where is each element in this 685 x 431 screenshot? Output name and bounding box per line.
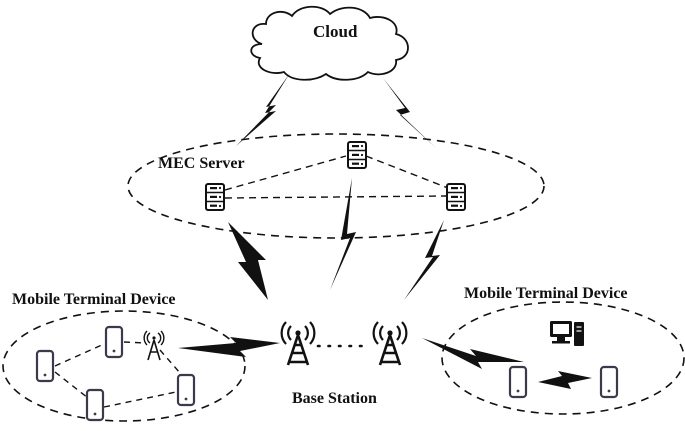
right-terminal-region xyxy=(441,301,685,415)
phone-icon xyxy=(599,365,619,399)
cloud-label: Cloud xyxy=(313,22,358,41)
phone-icon xyxy=(176,373,196,407)
cloud-icon xyxy=(250,5,409,81)
phone-icon xyxy=(85,388,105,422)
lightning-link-icon xyxy=(228,222,268,300)
left-terminal-region xyxy=(2,310,246,422)
cell-tower-icon xyxy=(372,320,408,367)
lightning-link-icon xyxy=(330,178,356,290)
server-icon xyxy=(205,183,225,211)
server-icon xyxy=(347,141,367,169)
phone-icon xyxy=(35,349,55,383)
mobile-terminal-label-right: Mobile Terminal Device xyxy=(464,285,628,302)
lightning-link-icon xyxy=(404,220,444,300)
lightning-link-icon xyxy=(236,73,290,146)
desktop-computer-icon xyxy=(550,321,584,346)
lightning-link-icon xyxy=(538,371,592,389)
base-station-label: Base Station xyxy=(292,390,377,407)
mec-server-label: MEC Server xyxy=(158,155,245,172)
phone-icon xyxy=(104,325,124,359)
mec-server-region xyxy=(127,133,545,239)
lightning-link-icon xyxy=(178,337,280,357)
server-icon xyxy=(446,183,466,211)
mec-links xyxy=(224,155,449,199)
phone-icon xyxy=(508,365,528,399)
device-links xyxy=(54,341,181,408)
cell-tower-icon xyxy=(280,320,316,367)
cell-tower-icon xyxy=(143,330,165,361)
mobile-terminal-label-left: Mobile Terminal Device xyxy=(12,291,176,308)
lightning-link-icon xyxy=(422,338,524,369)
lightning-link-icon xyxy=(383,78,436,148)
